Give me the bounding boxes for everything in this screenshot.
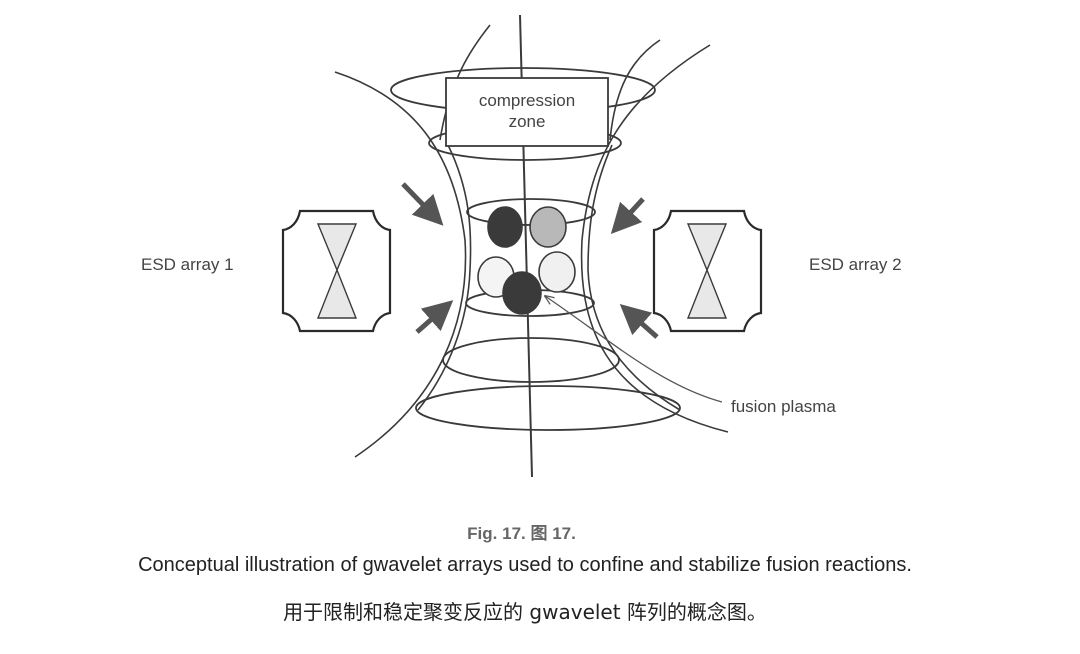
caption-english: Conceptual illustration of gwavelet arra… bbox=[138, 554, 912, 576]
gwavelet-confinement-diagram bbox=[281, 14, 763, 478]
particle-light-right bbox=[538, 251, 576, 293]
particle-dark-bottom bbox=[502, 271, 542, 315]
figure-number: Fig. 17. 图 17. bbox=[467, 524, 576, 543]
funnel-walls bbox=[417, 144, 681, 411]
fusion-plasma-pointer bbox=[545, 296, 723, 403]
arrow-lower-right bbox=[619, 304, 659, 339]
esd-array-2-hourglass-icon bbox=[686, 223, 728, 319]
esd-array-1-label: ESD array 1 bbox=[141, 255, 234, 274]
esd-array-1-hourglass-icon bbox=[316, 223, 358, 319]
esd-array-2-label: ESD array 2 bbox=[809, 255, 902, 274]
compression-zone-label: compression zone bbox=[478, 91, 576, 131]
field-line-right-top-curve bbox=[609, 39, 661, 141]
ring-bottom bbox=[415, 385, 681, 431]
esd-array-1-device bbox=[281, 209, 392, 333]
particle-dark-top-left bbox=[487, 206, 523, 248]
field-line-left-outer bbox=[334, 71, 467, 458]
arrow-lower-left bbox=[415, 300, 454, 334]
funnel-wall-left bbox=[417, 144, 472, 411]
confinement-rings bbox=[390, 67, 681, 431]
fusion-plasma-label: fusion plasma bbox=[731, 397, 836, 416]
arrow-upper-left bbox=[401, 182, 444, 226]
funnel-wall-right bbox=[587, 144, 681, 411]
compression-arrows bbox=[401, 182, 659, 339]
arrow-upper-right bbox=[610, 197, 645, 235]
compression-zone-box bbox=[445, 77, 609, 147]
particle-gray-top-right bbox=[529, 206, 567, 248]
ring-lower bbox=[442, 337, 620, 383]
caption-chinese: 用于限制和稳定聚变反应的 gwavelet 阵列的概念图。 bbox=[283, 600, 767, 624]
esd-array-2-device bbox=[652, 209, 763, 333]
plasma-particles bbox=[477, 206, 576, 315]
field-line-left-top-curve bbox=[439, 24, 491, 141]
